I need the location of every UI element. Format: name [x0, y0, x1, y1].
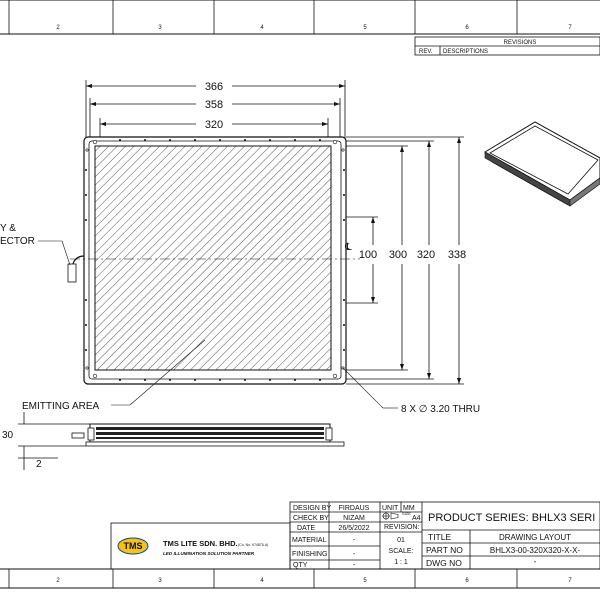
col-label-6: 6 [465, 25, 469, 31]
title-block [110, 501, 600, 570]
dim-side-30: 30 [2, 430, 14, 441]
connector [67, 263, 77, 283]
top-dimension-arrows [86, 84, 345, 126]
qty-value: - [353, 562, 356, 569]
company-logo [117, 537, 149, 555]
projection-symbol-icon [382, 512, 399, 520]
finishing-label: FINISHING [292, 551, 327, 558]
col-label-5: 5 [363, 25, 367, 31]
connector-label-line2: ECTOR [0, 236, 35, 247]
col-label-5-bottom: 5 [363, 578, 367, 584]
qty-label: QTY [293, 562, 308, 569]
date-label: DATE [297, 525, 315, 532]
scale-label: SCALE: [389, 548, 414, 555]
check-by-label: CHECK BY [293, 515, 329, 522]
col-label-3: 3 [158, 25, 162, 31]
col-label-2: 2 [56, 25, 60, 31]
size-label: SIZE [402, 511, 411, 516]
mounting-holes [85, 139, 345, 379]
panel-front-view [67, 136, 360, 385]
revision-label: REVISION: [384, 524, 419, 531]
emitting-area-label: EMITTING AREA [22, 401, 100, 412]
col-label-3-bottom: 3 [158, 578, 162, 584]
right-dimension-arrows [371, 137, 461, 384]
scale-value: 1 : 1 [394, 559, 408, 566]
side-dimensions [18, 412, 90, 470]
date-value: 26/5/2022 [338, 525, 369, 532]
hole-callout: 8 X ∅ 3.20 THRU [401, 404, 480, 415]
design-by-value: FIRDAUS [339, 505, 370, 512]
col-label-7: 7 [568, 25, 572, 31]
material-label: MATERIAL [292, 537, 327, 544]
col-label-4-bottom: 4 [260, 578, 264, 584]
isometric-view [484, 121, 600, 207]
edge-screws [85, 139, 345, 381]
dim-358: 358 [205, 99, 223, 111]
title-label: TITLE [428, 532, 451, 542]
revisions-table: REVISIONS REV. DESCRIPTIONS [414, 36, 600, 56]
col-label-7-bottom: 7 [568, 578, 572, 584]
revision-value: 01 [397, 537, 405, 544]
dim-366: 366 [205, 81, 223, 93]
dim-side-2: 2 [36, 459, 42, 470]
right-dimensions [346, 136, 464, 385]
logo-text: TMS [124, 541, 143, 551]
design-by-label: DESIGN BY [293, 505, 331, 512]
emitting-area [94, 145, 332, 371]
col-label-2-bottom: 2 [56, 578, 60, 584]
col-label-4: 4 [260, 25, 264, 31]
unit-label: UNIT [382, 505, 399, 512]
product-series: PRODUCT SERIES: BHLX3 SERI [428, 512, 595, 524]
dim-320-height: 320 [417, 249, 435, 261]
company-name: TMS LITE SDN. BHD. [163, 539, 238, 548]
company-tagline: LED ILLUMINATION SOLUTION PARTNER [163, 551, 255, 556]
check-by-value: NIZAM [343, 515, 365, 522]
revisions-title: REVISIONS [504, 40, 537, 46]
rev-column-label: REV. [419, 49, 433, 55]
dim-300: 300 [389, 249, 407, 261]
finishing-value: - [353, 551, 356, 558]
top-dimensions [85, 80, 346, 140]
dim-320: 320 [205, 119, 223, 131]
connector-label-line1: Y & [0, 223, 16, 234]
part-no-label: PART NO [426, 545, 463, 555]
company-reg: (Co. No. 974875-A) [238, 543, 268, 547]
col-label-6-bottom: 6 [465, 578, 469, 584]
centerline-symbol: ℄ [344, 242, 352, 253]
unit-value: MM [403, 505, 415, 512]
dim-100: 100 [359, 249, 377, 261]
part-no-value: BHLX3-00-320X320-X-X- [490, 546, 581, 555]
size-value: A4 [412, 515, 421, 522]
dwg-no-label: DWG NO [426, 558, 462, 568]
title-value: DRAWING LAYOUT [499, 533, 571, 542]
descriptions-column-label: DESCRIPTIONS [443, 49, 488, 55]
material-value: - [353, 537, 356, 544]
dim-338: 338 [448, 249, 466, 261]
dwg-no-value: - [534, 557, 537, 566]
panel-side-view [71, 423, 345, 447]
